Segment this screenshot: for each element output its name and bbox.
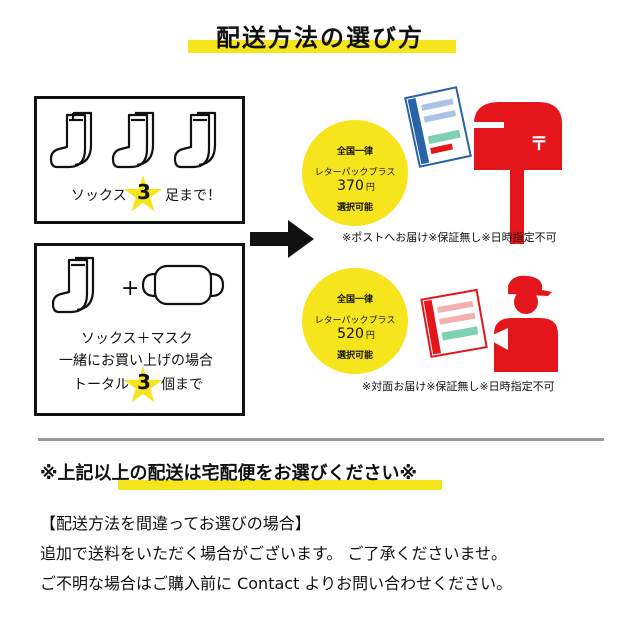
body-line-1: 【配送方法を間違ってお選びの場合】 (40, 514, 311, 533)
warning-highlight (118, 480, 442, 490)
total-limit-suffix: 個まで (161, 377, 203, 393)
price-value: 370 (337, 178, 364, 194)
socks-label: ソックス (71, 188, 127, 204)
section-divider (38, 438, 604, 441)
bought-together-label: 一緒にお買い上げの場合 (59, 353, 213, 369)
sock-icon (49, 111, 93, 169)
socks-mask-box: + ソックス＋マスク 一緒にお買い上げの場合 トータル 3 個まで (34, 243, 245, 416)
total-label: トータル (73, 377, 129, 393)
arrow-icon (250, 232, 290, 246)
page-title: 配送方法の選び方 (216, 24, 424, 52)
svg-text:〒: 〒 (530, 134, 548, 155)
socks-only-box: ソックス 3 足まで！ (34, 96, 245, 224)
body-line-3: ご不明な場合はご購入前に Contact よりお問い合わせください。 (40, 574, 513, 593)
sock-icon (111, 111, 155, 169)
letterpack-icon (404, 86, 472, 168)
nationwide-flat-label: 全国一律 (336, 147, 373, 157)
sock-icon (173, 111, 217, 169)
price-unit: 円 (365, 183, 375, 193)
courier-warning: ※上記以上の配送は宅配便をお選びください※ (40, 463, 417, 484)
delivery-person-icon (486, 275, 558, 372)
socks-limit-suffix: 足まで！ (165, 188, 221, 204)
price-value: 520 (337, 326, 364, 342)
service-name: レターパックプラス (314, 316, 396, 326)
delivery-note-post: ※ポストへお届け※保証無し※日時指定不可 (342, 231, 557, 244)
title-highlight (188, 40, 456, 53)
sock-icon (51, 256, 95, 314)
delivery-note-handover: ※対面お届け※保証無し※日時指定不可 (362, 380, 555, 393)
socks-mask-label: ソックス＋マスク (81, 331, 193, 347)
plus-sign: + (121, 276, 140, 301)
service-name: レターパックプラス (314, 168, 396, 178)
arrow-head-icon (288, 220, 314, 258)
sock-icons (49, 111, 217, 169)
selectable-label: 選択可能 (336, 203, 373, 213)
price-unit: 円 (365, 331, 375, 341)
socks-limit-number: 3 (137, 180, 151, 204)
total-limit-number: 3 (137, 370, 151, 394)
body-line-2: 追加で送料をいただく場合がございます。 ご了承くださいませ。 (40, 544, 508, 563)
selectable-label: 選択可能 (336, 351, 373, 361)
mask-icon (141, 264, 225, 306)
letterpack-icon (420, 288, 488, 358)
mailbox-icon: 〒 (474, 102, 562, 244)
nationwide-flat-label: 全国一律 (336, 295, 373, 305)
